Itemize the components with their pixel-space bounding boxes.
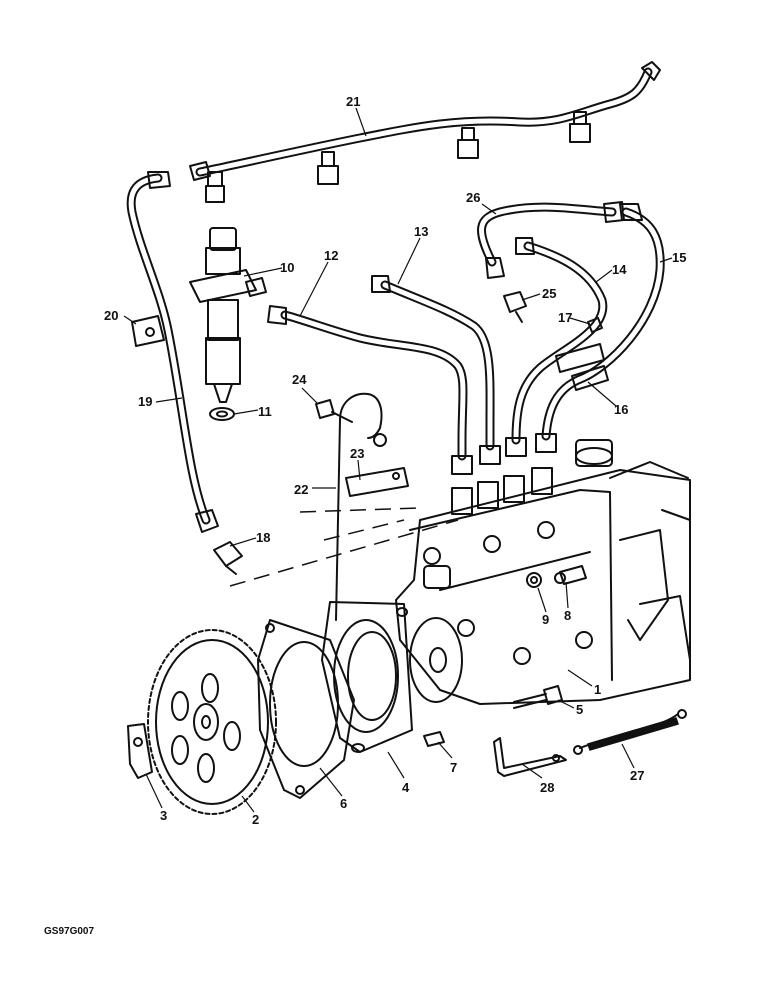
figure-code: GS97G007 <box>44 926 94 937</box>
leader-lines <box>123 107 673 813</box>
banjo-union-25 <box>503 291 527 323</box>
callout-20: 20 <box>104 308 118 323</box>
leak-off-rail-21 <box>189 61 661 203</box>
injection-pipe-26 <box>477 201 625 279</box>
callout-labels: 21 10 11 12 13 14 15 16 17 18 19 20 22 2… <box>104 94 686 827</box>
assembly-lines <box>229 507 459 587</box>
callout-19: 19 <box>138 394 152 409</box>
return-spring-27 <box>573 709 687 755</box>
rail-banjo-4 <box>569 111 591 143</box>
screw-5 <box>513 685 563 709</box>
seal-9 <box>526 572 542 588</box>
dowel-7 <box>423 731 445 747</box>
callout-6: 6 <box>340 796 347 811</box>
callout-17: 17 <box>558 310 572 325</box>
injection-pipe-13 <box>371 275 501 465</box>
delivery-valve-holders <box>451 467 553 515</box>
callout-5: 5 <box>576 702 583 717</box>
callout-16: 16 <box>614 402 628 417</box>
callout-13: 13 <box>414 224 428 239</box>
rail-banjo-3 <box>457 127 479 159</box>
callout-7: 7 <box>450 760 457 775</box>
callout-3: 3 <box>160 808 167 823</box>
rail-banjo-2 <box>317 151 339 185</box>
callout-8: 8 <box>564 608 571 623</box>
callout-22: 22 <box>294 482 308 497</box>
gasket-6 <box>257 619 355 799</box>
callout-18: 18 <box>256 530 270 545</box>
pipe-clip-20 <box>131 315 165 347</box>
injection-pipe-14 <box>505 237 608 457</box>
callout-14: 14 <box>612 262 627 277</box>
callout-23: 23 <box>350 446 364 461</box>
callout-1: 1 <box>594 682 601 697</box>
banjo-union-18 <box>213 541 243 575</box>
cable-22 <box>335 392 387 621</box>
callout-9: 9 <box>542 612 549 627</box>
callout-10: 10 <box>280 260 294 275</box>
bolt-17 <box>587 317 603 333</box>
callout-28: 28 <box>540 780 554 795</box>
pump-gear-2 <box>147 629 277 815</box>
lock-plate-3 <box>127 723 153 779</box>
callout-25: 25 <box>542 286 556 301</box>
bracket-23 <box>345 467 409 497</box>
callout-26: 26 <box>466 190 480 205</box>
bolt-24 <box>315 399 353 423</box>
callout-11: 11 <box>258 404 272 419</box>
callout-27: 27 <box>630 768 644 783</box>
callout-21: 21 <box>346 94 360 109</box>
injector-10 <box>189 227 267 403</box>
leak-off-pipe-19 <box>126 171 219 533</box>
callout-2: 2 <box>252 812 259 827</box>
callout-15: 15 <box>672 250 686 265</box>
injection-pump-1 <box>395 439 691 705</box>
callout-12: 12 <box>324 248 338 263</box>
rail-banjo-1 <box>205 171 225 203</box>
washer-11 <box>209 407 235 421</box>
injection-pipe-15 <box>535 203 665 453</box>
adjuster-screw-8 <box>554 565 587 585</box>
pipe-clamp-16 <box>555 343 609 391</box>
callout-4: 4 <box>402 780 410 795</box>
throttle-lever-28 <box>493 737 567 777</box>
injection-pipe-12 <box>267 305 473 475</box>
pump-flange-4 <box>321 601 463 753</box>
callout-24: 24 <box>292 372 307 387</box>
